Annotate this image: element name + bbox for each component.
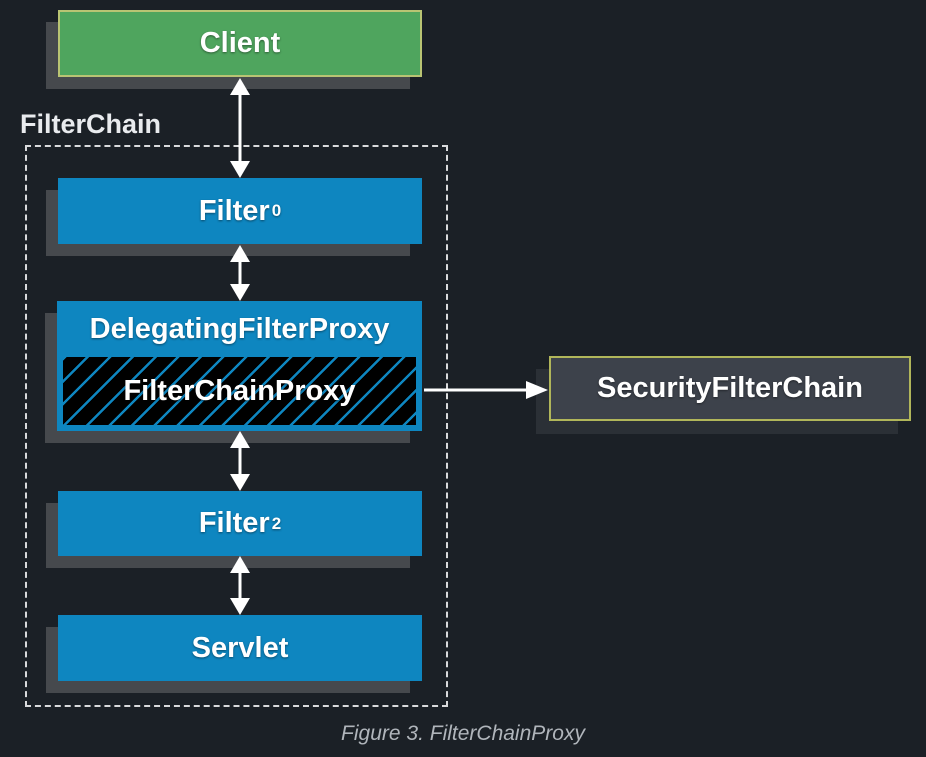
client-box: Client: [58, 10, 422, 77]
servlet-label: Servlet: [191, 631, 289, 664]
double-arrow-delegating-filter2-icon: [230, 431, 250, 491]
arrow-filterchainproxy-securityfilterchain-icon: [424, 381, 548, 399]
filter2-label: Filter: [198, 507, 270, 539]
double-arrow-filter0-delegating-icon: [230, 245, 250, 301]
filter-chain-proxy-label: FilterChainProxy: [123, 374, 356, 407]
double-arrow-client-filter0-icon: [230, 78, 250, 178]
client-label: Client: [199, 27, 281, 59]
double-arrow-filter2-servlet-icon: [230, 556, 250, 615]
delegating-filter-proxy-box: DelegatingFilterProxy FilterChainProxy: [57, 301, 422, 431]
security-filter-chain-box: SecurityFilterChain: [549, 356, 911, 421]
filterchain-boundary: [25, 145, 448, 707]
figure-caption: Figure 3. FilterChainProxy: [341, 722, 585, 745]
delegating-filter-proxy-label: DelegatingFilterProxy: [89, 312, 390, 345]
security-filter-chain-label: SecurityFilterChain: [597, 372, 863, 404]
filter-chain-proxy-box: FilterChainProxy: [63, 357, 416, 425]
servlet-box: Servlet: [58, 615, 422, 681]
filterchain-label: FilterChain: [20, 109, 162, 139]
filter0-label: Filter: [198, 194, 270, 227]
